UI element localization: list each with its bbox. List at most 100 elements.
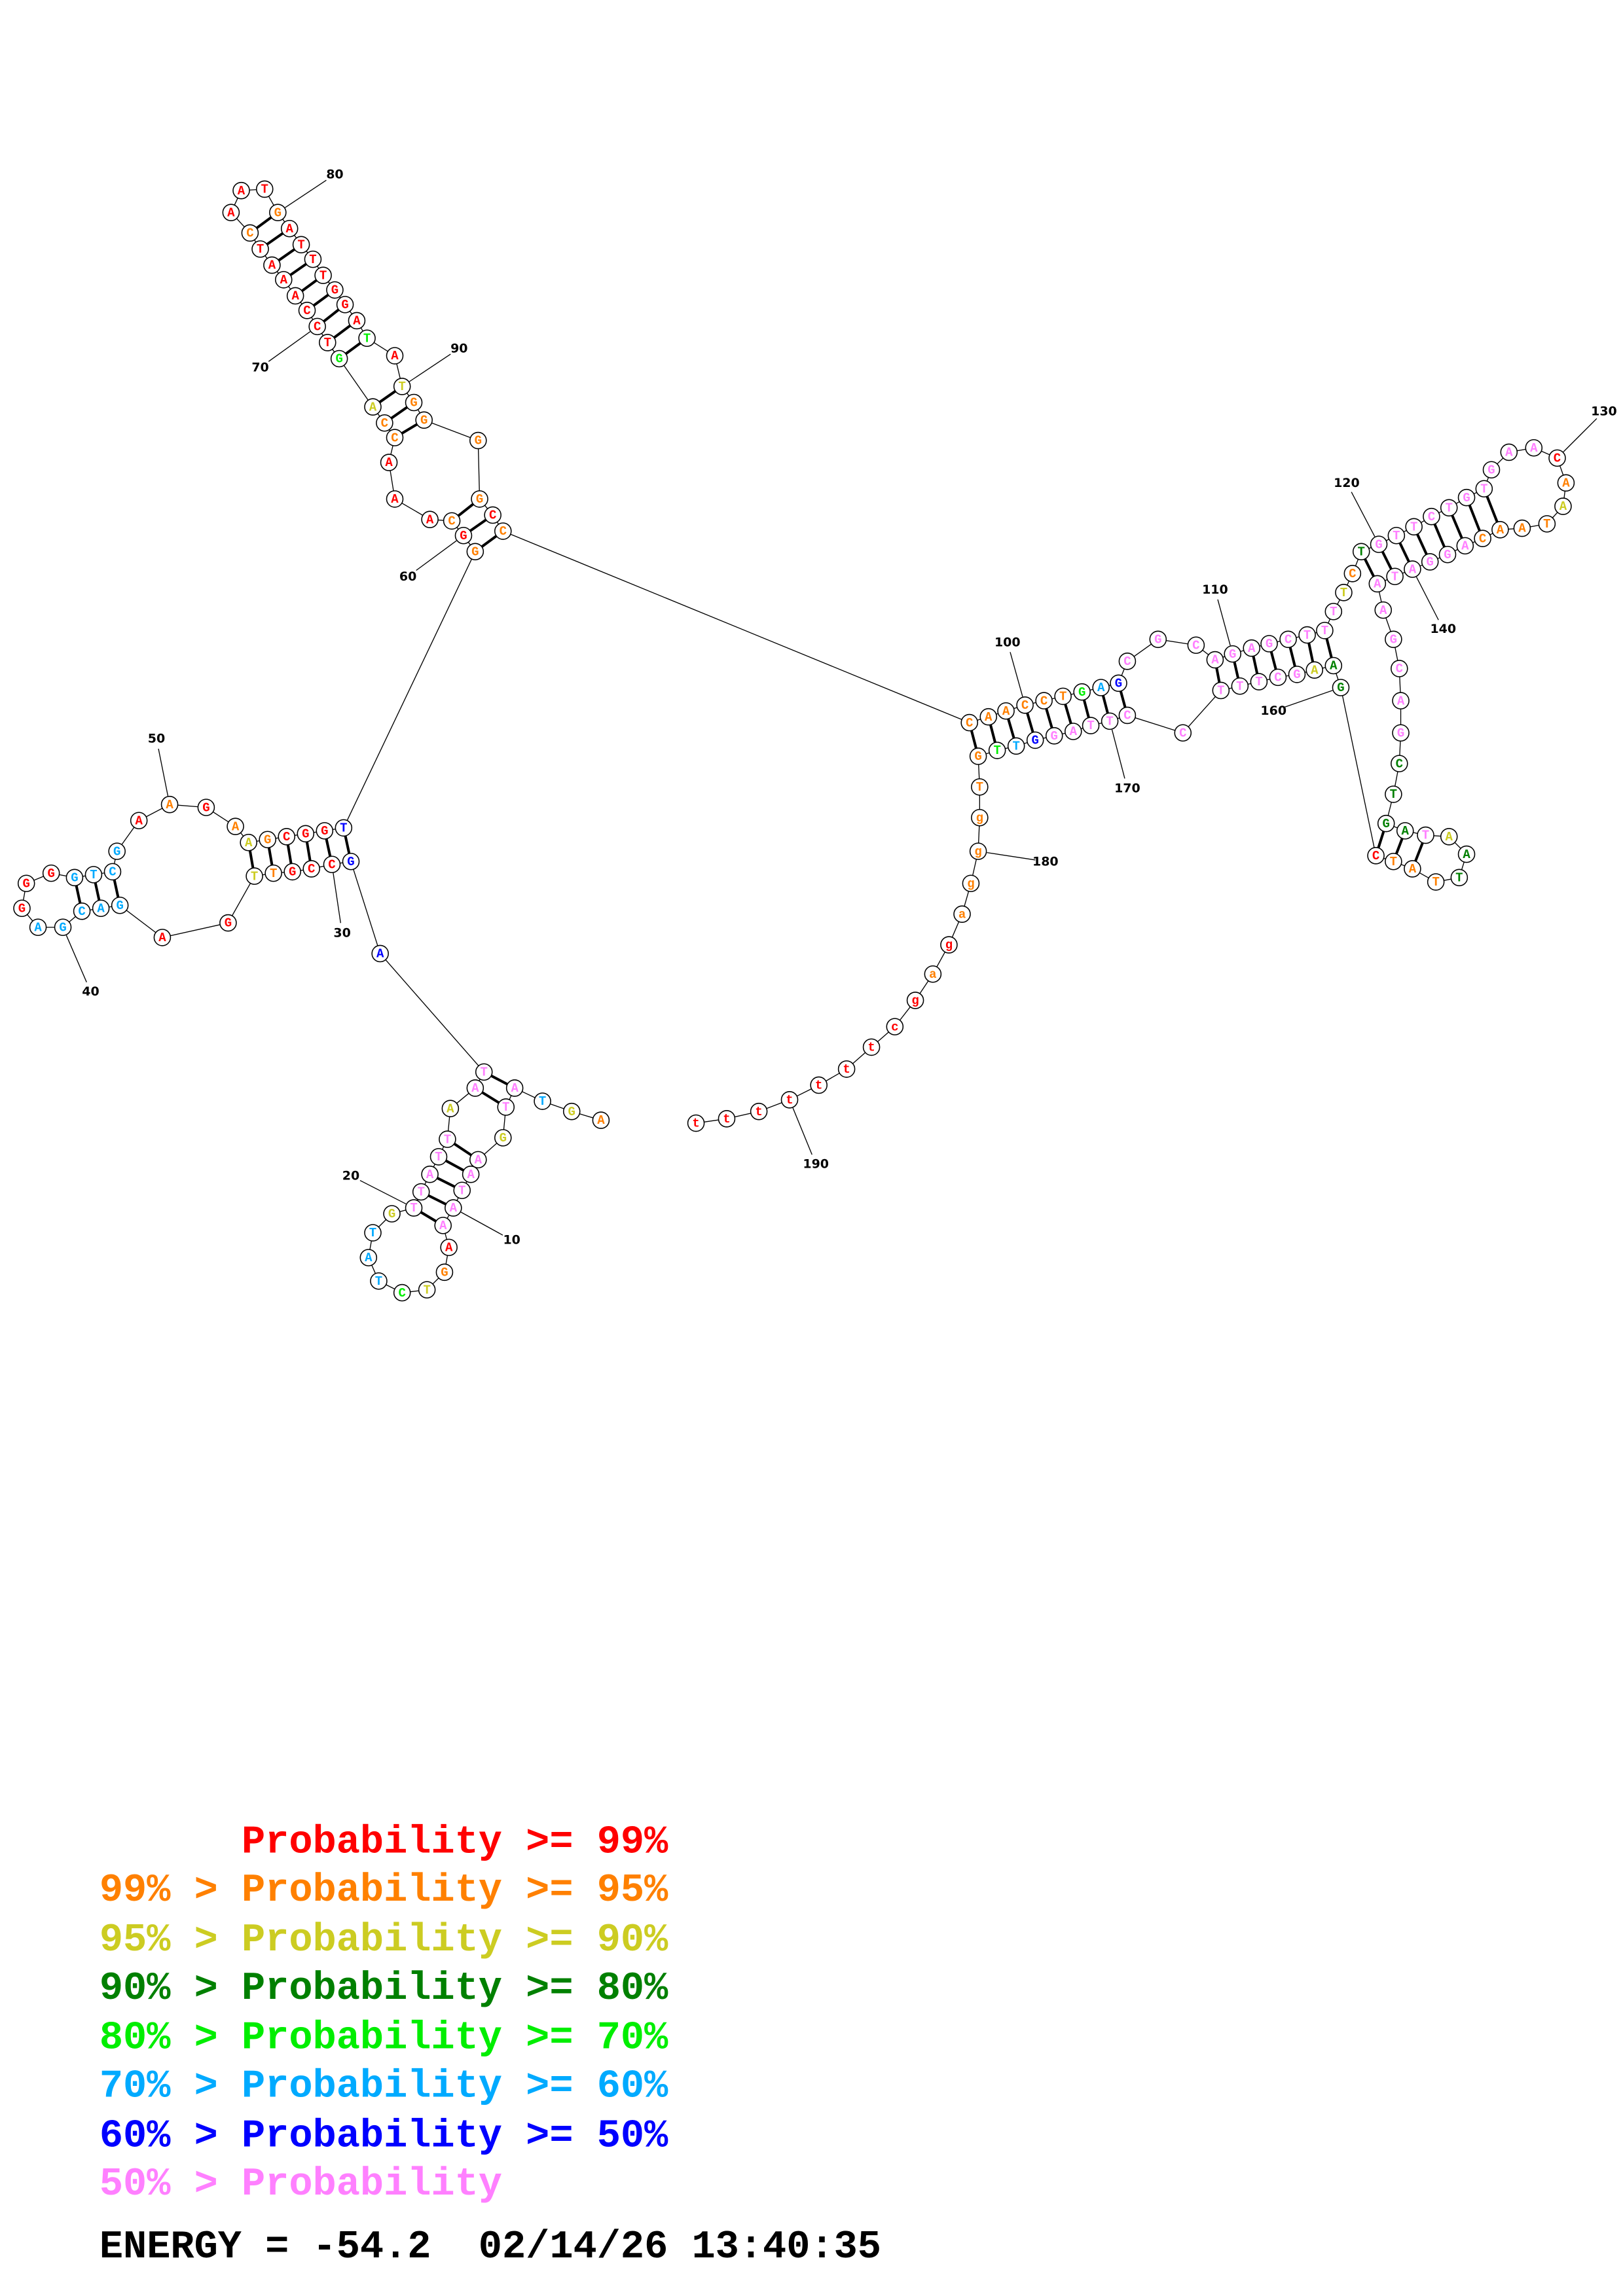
nucleotide-circle: [1212, 681, 1230, 700]
nucleotide-letter: A: [369, 400, 377, 414]
nucleotide-circle: [687, 1114, 705, 1132]
nucleotide: A: [222, 204, 240, 221]
nucleotide-circle: [255, 180, 274, 198]
nucleotide-letter: G: [500, 1131, 507, 1145]
nucleotide-circle: [304, 250, 322, 268]
nucleotide-letter: A: [1070, 725, 1078, 739]
nucleotide-circle: [1206, 651, 1224, 669]
nucleotide-letter: A: [1559, 499, 1567, 514]
nucleotide-letter: G: [1078, 685, 1085, 700]
nucleotide: G: [969, 747, 987, 765]
nucleotide-letter: G: [1337, 681, 1344, 695]
nucleotide-circle: [323, 855, 341, 874]
nucleotide-letter: C: [308, 862, 315, 876]
nucleotide-letter: A: [1402, 824, 1410, 838]
nucleotide-letter: G: [289, 865, 296, 880]
nucleotide-letter: G: [568, 1105, 575, 1119]
nucleotide-letter: T: [539, 1094, 546, 1109]
nucleotide-letter: A: [1446, 830, 1453, 844]
nucleotide-circle: [1073, 683, 1091, 701]
nucleotide: C: [1279, 630, 1297, 649]
nucleotide: A: [386, 490, 404, 508]
nucleotide: C: [494, 522, 512, 540]
nucleotide-circle: [1427, 873, 1445, 891]
nucleotide-circle: [1525, 439, 1543, 457]
nucleotide-letter: T: [251, 869, 258, 884]
nucleotide-letter: t: [815, 1079, 822, 1093]
nucleotide-circle: [1475, 480, 1493, 498]
nucleotide-letter: C: [500, 524, 507, 539]
nucleotide-circle: [1391, 660, 1408, 677]
nucleotide-circle: [421, 511, 439, 528]
nucleotide: T: [1385, 852, 1402, 870]
nucleotide-circle: [370, 1272, 388, 1290]
nucleotide-circle: [471, 490, 488, 508]
nucleotide-letter: G: [1390, 632, 1397, 647]
nucleotide-letter: A: [1518, 522, 1526, 536]
nucleotide-letter: A: [426, 1168, 434, 1182]
nucleotide-circle: [405, 393, 423, 412]
nucleotide: G: [219, 914, 237, 932]
nucleotide-letter: T: [375, 1274, 382, 1289]
nucleotide: a: [953, 905, 971, 923]
nucleotide: G: [316, 822, 334, 840]
nucleotide-letter: T: [1059, 690, 1067, 704]
nucleotide-circle: [283, 863, 301, 881]
probability-legend: Probability >= 99% 99% > Probability >= …: [100, 1820, 881, 2270]
legend-line: 90% > Probability >= 80%: [100, 1967, 668, 2011]
nucleotide-letter: G: [202, 800, 210, 815]
nucleotide: G: [405, 393, 423, 412]
nucleotide-circle: [1450, 869, 1468, 887]
nucleotide-circle: [65, 869, 84, 887]
nucleotide: T: [1387, 526, 1406, 545]
nucleotide-circle: [222, 204, 240, 221]
nucleotide-circle: [160, 795, 179, 814]
nucleotide: G: [435, 1263, 454, 1282]
position-label-leader: [333, 872, 341, 924]
nucleotide: t: [750, 1102, 768, 1121]
nucleotide-letter: A: [286, 222, 294, 236]
nucleotide-circle: [380, 454, 398, 471]
nucleotide-letter: T: [1255, 675, 1262, 689]
nucleotide-circle: [1332, 679, 1350, 696]
nucleotide: G: [1224, 645, 1241, 663]
nucleotide: T: [335, 819, 353, 837]
nucleotide: A: [441, 1100, 460, 1117]
nucleotide-circle: [1385, 852, 1402, 870]
nucleotide: C: [241, 224, 259, 242]
nucleotide: G: [383, 1205, 401, 1223]
position-label-leader: [416, 540, 457, 571]
nucleotide-circle: [1370, 535, 1388, 553]
nucleotide-letter: T: [1236, 679, 1243, 694]
nucleotide-circle: [1016, 696, 1034, 714]
nucleotide: G: [1149, 630, 1167, 649]
position-label-leader: [268, 331, 311, 362]
nucleotide-circle: [886, 1018, 904, 1035]
nucleotide-letter: A: [365, 1251, 373, 1265]
nucleotide-circle: [924, 965, 942, 983]
position-label: 90: [450, 341, 467, 355]
position-label: 180: [1032, 854, 1059, 869]
nucleotide-circle: [383, 1205, 401, 1223]
nucleotide-letter: A: [511, 1081, 519, 1096]
nucleotide-letter: C: [314, 320, 321, 334]
nucleotide-letter: A: [475, 1153, 483, 1168]
nucleotide: G: [1332, 679, 1350, 696]
nucleotide-letter: C: [1179, 726, 1186, 740]
nucleotide-letter: T: [1410, 520, 1417, 535]
nucleotide-letter: G: [23, 876, 30, 891]
nucleotide-circle: [1288, 666, 1306, 683]
nucleotide-circle: [429, 1148, 448, 1166]
nucleotide: T: [318, 334, 337, 351]
nucleotide: G: [326, 281, 344, 299]
nucleotide: T: [84, 866, 103, 884]
nucleotide-letter: A: [450, 1201, 458, 1215]
nucleotide-circle: [454, 526, 473, 545]
nucleotide-letter: T: [1358, 545, 1365, 559]
nucleotide-letter: T: [458, 1183, 465, 1198]
nucleotide-circle: [434, 1217, 452, 1234]
nucleotide: T: [1538, 515, 1556, 533]
nucleotide-letter: C: [303, 304, 310, 318]
nucleotide-letter: G: [1427, 555, 1434, 569]
